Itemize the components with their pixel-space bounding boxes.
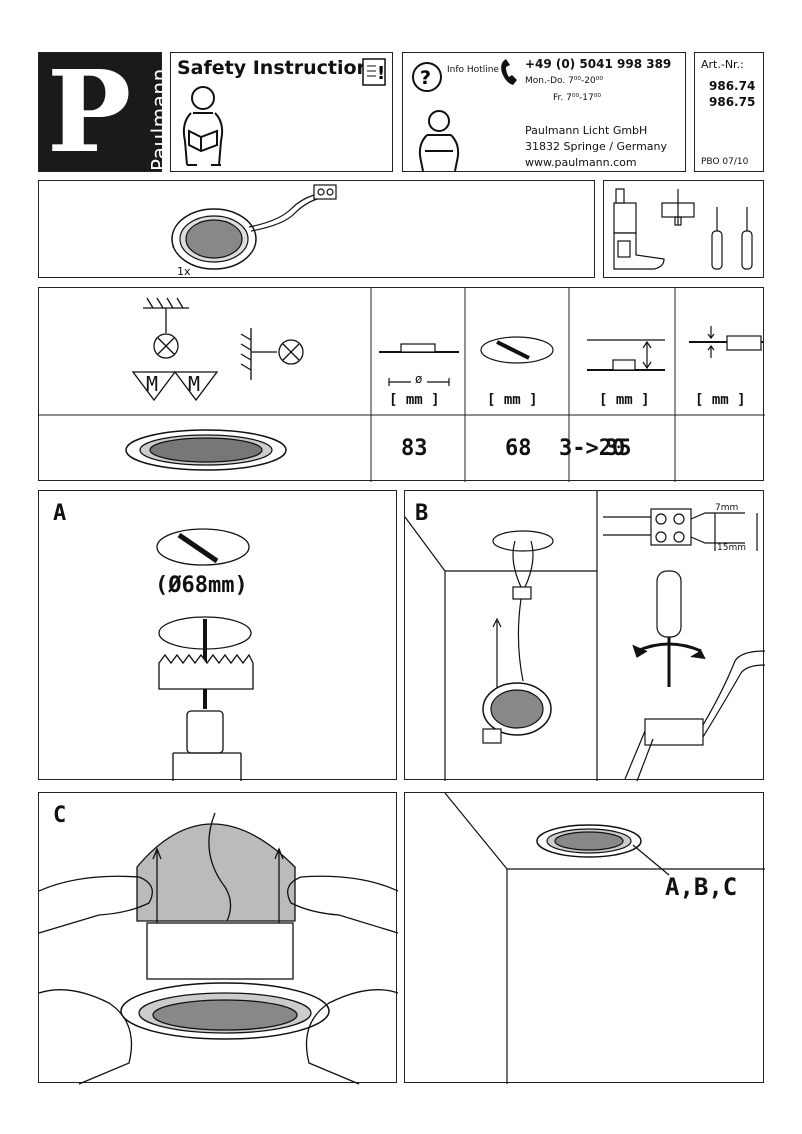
downlight-front-illustration: [125, 429, 287, 471]
quantity-label: 1x: [177, 265, 191, 278]
document-warning-icon: !: [362, 58, 386, 86]
cutout-diameter-value: 68: [505, 436, 532, 461]
safety-instructions-panel: Safety Instructions !: [170, 52, 393, 172]
article-label: Art.-Nr.:: [701, 58, 744, 71]
installation-depth-diagram: [689, 326, 763, 358]
wiring-illustration: [404, 491, 766, 782]
final-steps-label: A,B,C: [665, 873, 738, 901]
svg-text:?: ?: [420, 67, 431, 89]
info-hotline-panel: ? Info Hotline +49 (0) 5041 998 389 Mon.…: [402, 52, 686, 172]
hours-mon-thu: Mon.-Do. 7⁰⁰-20⁰⁰: [525, 76, 603, 86]
table-grid: [39, 288, 765, 482]
mounting-mark-1: M: [146, 372, 159, 396]
svg-text:!: !: [377, 63, 385, 84]
drill-with-holesaw-illustration: [158, 616, 254, 781]
hotline-label: Info Hotline: [447, 65, 499, 75]
hours-fri: Fr. 7⁰⁰-17⁰⁰: [553, 93, 601, 103]
logo-wordmark: Paulmann: [147, 68, 171, 171]
ceiling-thickness-diagram: [587, 339, 665, 371]
safety-title: Safety Instructions: [177, 57, 382, 79]
reading-figure-icon: [182, 86, 224, 166]
strip-length-short: 7mm: [715, 503, 739, 513]
unit-label-2: [ mm ]: [487, 392, 538, 408]
unit-label-3: [ mm ]: [599, 392, 650, 408]
step-a-panel: A (Ø68mm): [38, 490, 397, 781]
diameter-symbol: ø: [415, 372, 423, 386]
company-name: Paulmann Licht GmbH: [525, 124, 648, 137]
tools-illustration: [613, 188, 753, 270]
downlight-with-connector-illustration: [171, 184, 337, 270]
tools-panel: [603, 180, 764, 278]
step-b-panel: B: [404, 490, 766, 782]
hotline-phone[interactable]: +49 (0) 5041 998 389: [525, 57, 672, 71]
company-city: 31832 Springe / Germany: [525, 140, 668, 153]
final-result-panel: A,B,C: [404, 792, 765, 1084]
outer-diameter-value: 83: [401, 436, 428, 461]
cut-hole-diagram: [480, 336, 554, 364]
paulmann-logo: P Paulmann: [38, 47, 171, 178]
mounting-surface-illustration: [131, 297, 304, 402]
package-contents-panel: 1x: [38, 180, 595, 278]
article-code: PBO 07/10: [701, 157, 749, 167]
step-b-letter: B: [415, 501, 429, 526]
step-a-letter: A: [53, 501, 67, 526]
hole-marker-illustration: [156, 528, 250, 566]
logo-letter: P: [47, 47, 132, 178]
insert-spring-clips-illustration: [38, 812, 399, 1085]
outer-diameter-diagram: [379, 343, 459, 386]
strip-length-long: 15mm: [717, 543, 746, 553]
question-figure-icon: ?: [412, 62, 460, 172]
ceiling-thickness-value: 3->20: [559, 436, 626, 461]
hole-size-label: (Ø68mm): [155, 573, 248, 598]
company-website[interactable]: www.paulmann.com: [525, 156, 637, 169]
dimensions-table: M M ø: [38, 287, 765, 482]
installation-depth-value: 35: [605, 436, 632, 461]
mounting-mark-2: M: [188, 372, 201, 396]
phone-icon: [501, 59, 517, 85]
unit-label-1: [ mm ]: [389, 392, 440, 408]
article-number-2: 986.75: [709, 95, 756, 109]
article-number-panel: Art.-Nr.: 986.74 986.75 PBO 07/10: [694, 52, 764, 172]
step-c-panel: C: [38, 792, 399, 1085]
unit-label-4: [ mm ]: [695, 392, 746, 408]
step-c-letter: C: [53, 803, 67, 828]
installed-downlight-illustration: [444, 792, 765, 1084]
article-number-1: 986.74: [709, 79, 756, 93]
